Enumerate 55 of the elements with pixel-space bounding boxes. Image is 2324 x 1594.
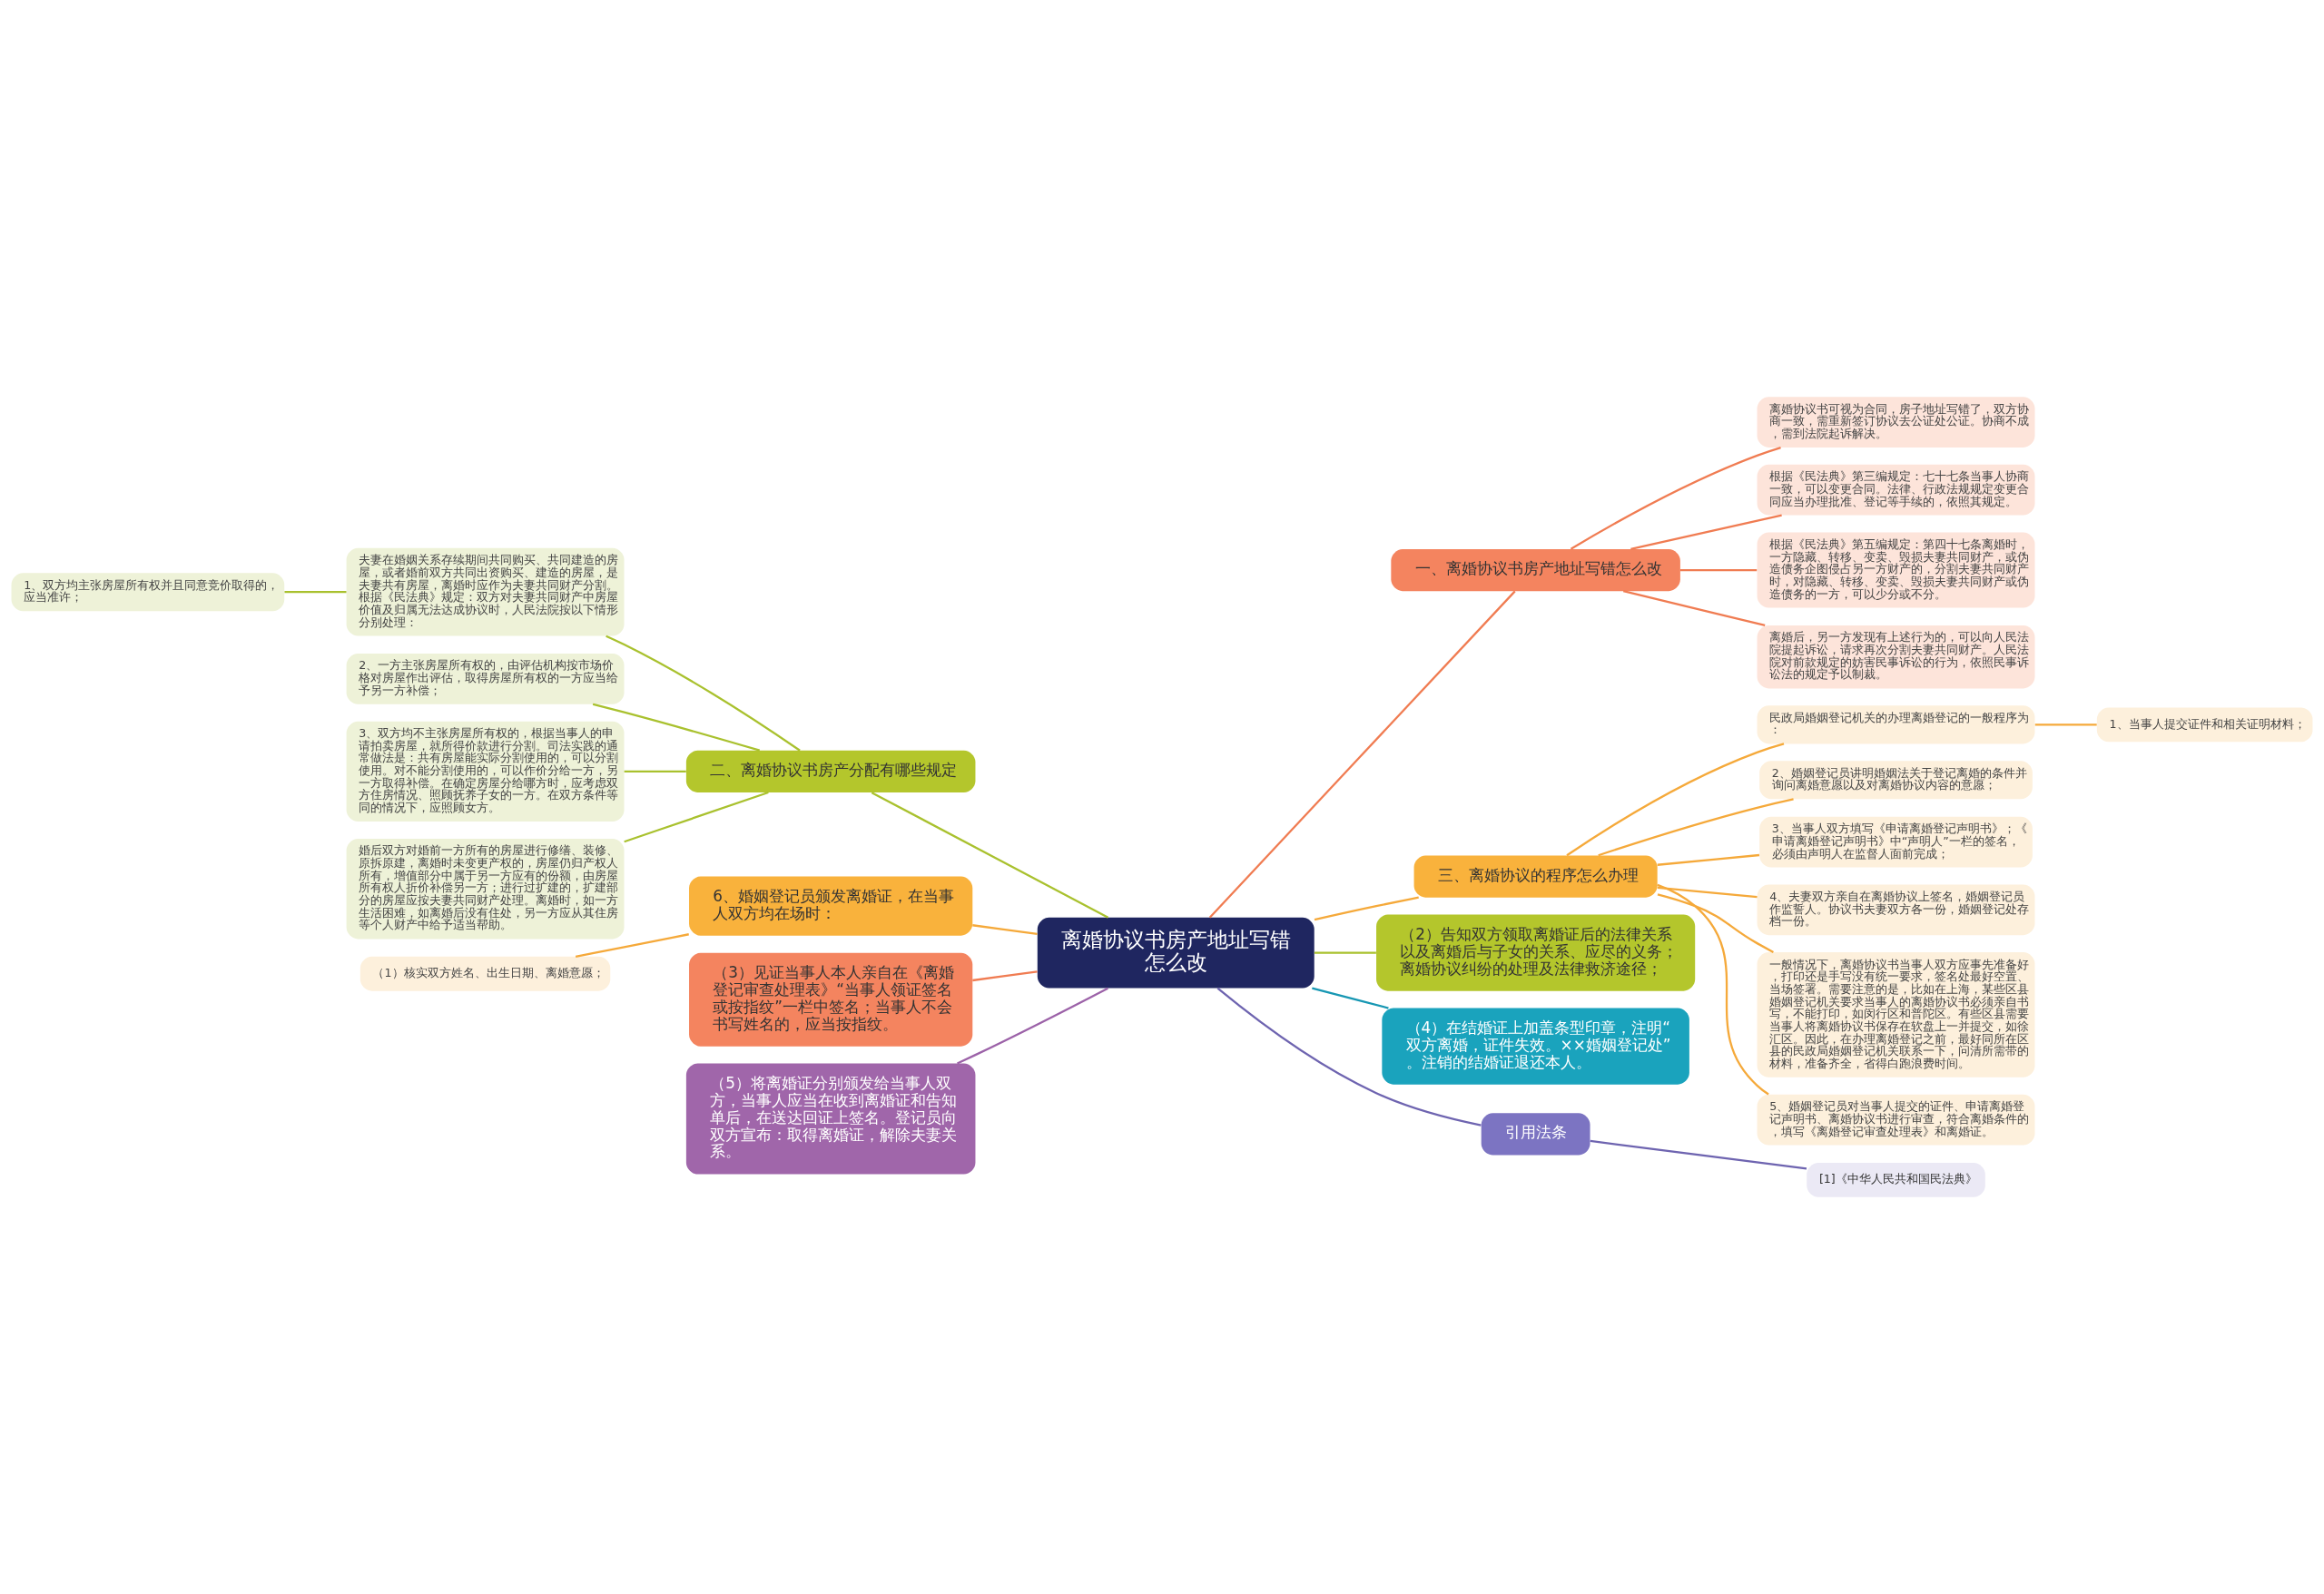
node-box: [1]《中华人民共和国民法典》 xyxy=(1807,1162,1985,1197)
node-box: （1）核实双方姓名、出生日期、离婚意愿； xyxy=(359,956,611,991)
node-box: 3、当事人双方填写《申请离婚登记声明书》；《申请离婚登记声明书》中“声明人”一栏的签名，必须由声明人在监督人面前完成； xyxy=(1759,816,2033,868)
node-box: 6、婚姻登记员颁发离婚证，在当事人双方均在场时： xyxy=(689,876,973,936)
connector xyxy=(972,924,1038,936)
node-box: 一、离婚协议书房产地址写错怎么改 xyxy=(1391,548,1680,592)
node-box: 4、夫妻双方亲自在离婚协议上签名，婚姻登记员作监誓人。协议书夫妻双方各一份，婚姻登记处存档一份。 xyxy=(1757,884,2035,936)
connector xyxy=(1314,896,1419,921)
node-box: 民政局婚姻登记机关的办理离婚登记的一般程序为： xyxy=(1757,705,2035,744)
node-box: （5）将离婚证分别颁发给当事人双方，当事人应当在收到离婚证和告知单后，在送达回证上签名。登记员向双方宣布：取得离婚证，解除夫妻关系。 xyxy=(685,1063,976,1175)
connector xyxy=(1657,886,1758,899)
node-box: 1、双方均主张房屋所有权并且同意竞价取得的，应当准许； xyxy=(11,573,285,612)
connector xyxy=(871,792,1109,919)
connector xyxy=(1208,590,1516,919)
connector xyxy=(575,933,689,958)
connector xyxy=(1680,568,1758,572)
connector xyxy=(1630,514,1782,550)
node-box: （4）在结婚证上加盖条型印章，注明“双方离婚，证件失效。××婚姻登记处”。注销的结婚证退还本人。 xyxy=(1382,1008,1689,1085)
node-box: 5、婚姻登记员对当事人提交的证件、申请离婚登记声明书、离婚协议书进行审查，符合离婚条件的，填写《离婚登记审查处理表》和离婚证。 xyxy=(1757,1094,2035,1146)
node-box: 1、当事人提交证件和相关证明材料； xyxy=(2096,707,2313,743)
connector xyxy=(1566,743,1785,857)
node-box: 引用法条 xyxy=(1481,1113,1590,1156)
connector xyxy=(1657,883,1769,1096)
connector xyxy=(1314,951,1376,954)
node-box: 夫妻在婚姻关系存续期间共同购买、共同建造的房屋，或者婚前双方共同出资购买、建造的房屋，是夫妻共有房屋，离婚时应作为夫妻共同财产分割。根据《民法典》规定：双方对夫妻共同财产中房屋价值及归属无法达成协议时，人民法院按以下情形分别处理： xyxy=(346,547,625,636)
node-box: 一般情况下，离婚协议书当事人双方应事先准备好，打印还是手写没有统一要求，签名处最好空置、当场签署。需要注意的是，比如在上海，某些区县婚姻登记机关要求当事人的离婚协议书必须亲自书写，不能打印，如闵行区和普陀区。有些区县需要当事人将离婚协议书保存在软盘上一并提交，如徐汇区。因此，在办理离婚登记之前，最好同所在区县的民政局婚姻登记机关联系一下，问清所需带的材料，准备齐全，省得白跑浪费时间。 xyxy=(1757,952,2035,1077)
node-box: 根据《民法典》第三编规定：七十七条当事人协商一致，可以变更合同。法律、行政法规规定变更合同应当办理批准、登记等手续的，依照其规定。 xyxy=(1757,464,2035,516)
node-box: 2、一方主张房屋所有权的，由评估机构按市场价格对房屋作出评估，取得房屋所有权的一方应当给予另一方补偿； xyxy=(346,654,625,704)
node-box: 2、婚姻登记员讲明婚姻法关于登记离婚的条件并询问离婚意愿以及对离婚协议内容的意愿； xyxy=(1759,761,2033,800)
connector xyxy=(624,791,769,843)
connector xyxy=(1657,853,1760,866)
connector xyxy=(1216,987,1482,1127)
node-box: （2）告知双方领取离婚证后的法律关系以及离婚后与子女的关系、应尽的义务；离婚协议纠纷的处理及法律救济途径； xyxy=(1376,914,1696,991)
node-box: 三、离婚协议的程序怎么办理 xyxy=(1413,855,1658,898)
connector xyxy=(972,970,1038,982)
connector xyxy=(1657,893,1774,953)
node-box: 离婚后，另一方发现有上述行为的，可以向人民法院提起诉讼，请求再次分割夫妻共同财产。人民法院对前款规定的妨害民事诉讼的行为，依照民事诉讼法的规定予以制裁。 xyxy=(1757,625,2035,689)
connector xyxy=(1622,590,1766,627)
connector xyxy=(606,635,801,752)
connector xyxy=(1598,798,1794,857)
connector xyxy=(2034,723,2097,726)
node-box: 婚后双方对婚前一方所有的房屋进行修缮、装修、原拆原建，离婚时未变更产权的，房屋仍归产权人所有，增值部分中属于另一方应有的份额，由房屋所有权人折价补偿另一方；进行过扩建的，扩建部分的房屋应按夫妻共同财产处理。离婚时，如一方生活困难，如离婚后没有住处，另一方应从其住房等个人财产中给予适当帮助。 xyxy=(346,839,625,940)
node-box: （3）见证当事人本人亲自在《离婚登记审查处理表》“当事人领证签名或按指纹”一栏中签名；当事人不会书写姓名的，应当按指纹。 xyxy=(689,952,973,1047)
node-box: 二、离婚协议书房产分配有哪些规定 xyxy=(685,750,976,792)
connector xyxy=(1312,987,1389,1009)
connector xyxy=(1590,1139,1807,1170)
connector xyxy=(592,703,761,752)
connector xyxy=(284,591,347,594)
node-box: 根据《民法典》第五编规定：第四十七条离婚时，一方隐藏、转移、变卖、毁损夫妻共同财产，或伪造债务企图侵占另一方财产的，分割夫妻共同财产时，对隐藏、转移、变卖、毁损夫妻共同财产或伪造债务的一方，可以少分或不分。 xyxy=(1757,532,2035,608)
node-box: 离婚协议书房产地址写错怎么改 xyxy=(1037,917,1315,989)
node-box: 离婚协议书可视为合同，房子地址写错了，双方协商一致，需重新签订协议去公证处公证。协商不成，需到法院起诉解决。 xyxy=(1757,397,2035,448)
connector xyxy=(1570,446,1781,550)
connector xyxy=(957,987,1108,1065)
connector xyxy=(624,770,686,773)
node-box: 3、双方均不主张房屋所有权的，根据当事人的申请拍卖房屋，就所得价款进行分割。司法实践的通常做法是：共有房屋能实际分割使用的，可以分割使用。对不能分割使用的，可以作价分给一方，另一方取得补偿。在确定房屋分给哪方时，应考虑双方住房情况、照顾抚养子女的一方。在双方条件等同的情况下，应照顾女方。 xyxy=(346,721,625,822)
